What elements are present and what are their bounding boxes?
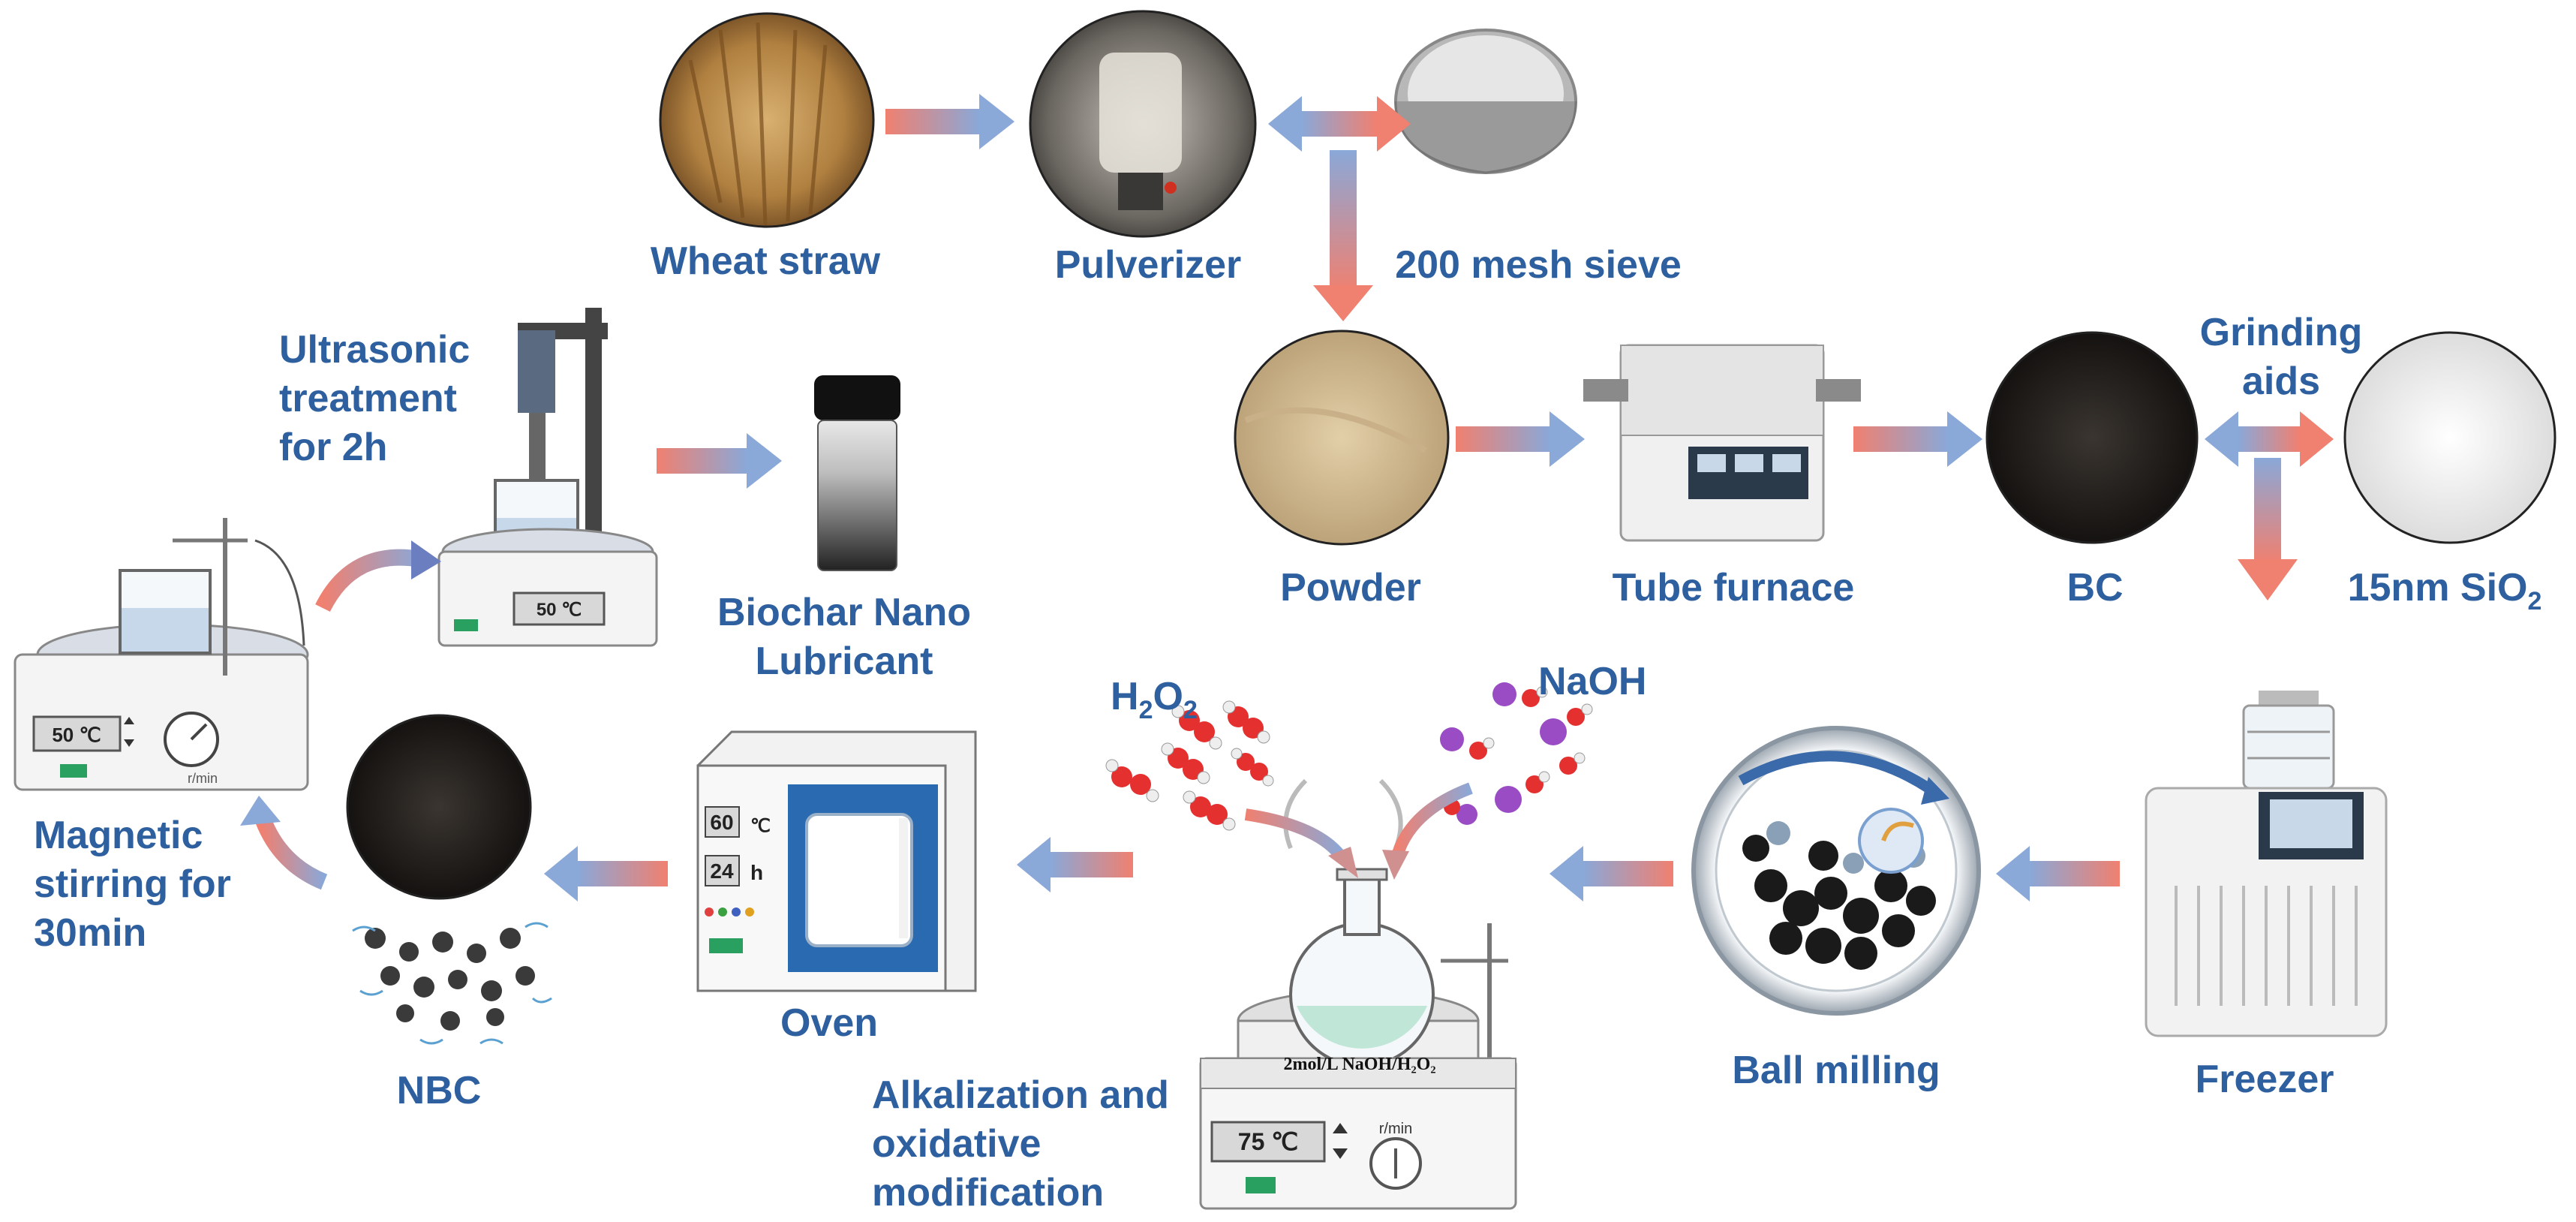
powder-photo bbox=[1234, 330, 1450, 546]
reaction-flask-icon bbox=[1199, 778, 1517, 1210]
nanoparticles-icon bbox=[352, 922, 552, 1045]
label-freezer: Freezer bbox=[2196, 1058, 2334, 1101]
arrow-down-to-freezer bbox=[2238, 458, 2298, 600]
label-ultrasonic-1: Ultrasonic bbox=[279, 328, 470, 372]
arrow-freezer-to-ballmill bbox=[1996, 846, 2120, 901]
nbc-to-magnetic-arrow bbox=[240, 796, 328, 890]
label-powder: Powder bbox=[1280, 566, 1421, 609]
arrow-powder-to-furnace bbox=[1456, 411, 1585, 467]
label-biochar-2: Lubricant bbox=[756, 640, 933, 683]
label-naoh: NaOH bbox=[1538, 660, 1646, 703]
label-magnetic-1: Magnetic bbox=[34, 814, 203, 857]
label-bc: BC bbox=[2067, 566, 2123, 609]
freezer-photo bbox=[2145, 691, 2388, 1037]
label-nbc: NBC bbox=[397, 1069, 482, 1112]
oven-time-unit: h bbox=[750, 861, 763, 884]
arrow-wheat-to-pulverizer bbox=[885, 94, 1014, 149]
naoh-curved-arrow bbox=[1382, 782, 1473, 880]
bc-photo bbox=[1985, 331, 2199, 544]
label-biochar-1: Biochar Nano bbox=[717, 591, 971, 634]
vial-icon bbox=[814, 375, 900, 571]
ultrasonic-temp-display: 50 ℃ bbox=[537, 600, 582, 620]
arrow-ballmill-to-flask bbox=[1550, 846, 1673, 901]
label-ultrasonic-3: for 2h bbox=[279, 426, 387, 469]
h2o2-molecules-icon bbox=[1105, 700, 1274, 831]
label-tube-furnace: Tube furnace bbox=[1613, 566, 1855, 609]
hotplate-rpm-label: r/min bbox=[1379, 1121, 1412, 1137]
arrow-flask-to-oven bbox=[1017, 837, 1133, 892]
oven-time-display: 24 bbox=[710, 859, 734, 883]
ultrasonic-device-icon bbox=[437, 308, 658, 647]
stirrer-temp-display: 50 ℃ bbox=[52, 724, 101, 746]
arrow-bc-sio2 bbox=[2205, 411, 2334, 467]
h2o2-curved-arrow bbox=[1244, 808, 1358, 878]
nbc-photo bbox=[346, 714, 532, 900]
oven-temp-display: 60 bbox=[710, 811, 733, 834]
arrow-oven-to-nbc bbox=[544, 846, 668, 901]
flask-solution-label: 2mol/L NaOH/H₂O₂ bbox=[1283, 1055, 1435, 1074]
label-magnetic-2: stirring for bbox=[34, 862, 231, 906]
label-sio2: 15nm SiO2 bbox=[2348, 566, 2542, 616]
label-alkalization-2: oxidative bbox=[872, 1122, 1041, 1166]
pulverizer-photo bbox=[1029, 10, 1257, 238]
label-alkalization-1: Alkalization and bbox=[872, 1073, 1169, 1117]
oven-icon bbox=[696, 730, 977, 992]
label-ultrasonic-2: treatment bbox=[279, 377, 457, 420]
label-grinding-aids-2: aids bbox=[2242, 360, 2320, 403]
sio2-photo bbox=[2343, 331, 2556, 544]
label-sieve: 200 mesh sieve bbox=[1395, 243, 1682, 287]
arrow-down-to-powder bbox=[1313, 150, 1373, 321]
label-alkalization-3: modification bbox=[872, 1171, 1104, 1214]
naoh-molecules-icon bbox=[1436, 682, 1593, 825]
wheat-photo bbox=[659, 12, 875, 228]
tube-furnace-photo bbox=[1583, 344, 1861, 542]
stirrer-rpm-label: r/min bbox=[188, 771, 218, 786]
label-pulverizer: Pulverizer bbox=[1055, 243, 1242, 287]
label-h2o2: H2O2 bbox=[1111, 675, 1198, 724]
arrow-ultrasonic-to-vial bbox=[657, 433, 782, 489]
sieve-photo bbox=[1394, 29, 1577, 174]
arrow-furnace-to-bc bbox=[1853, 411, 1982, 467]
oven-temp-unit: ℃ bbox=[750, 816, 771, 836]
magnetic-to-ultrasonic-arrow bbox=[315, 540, 441, 613]
arrow-pulverizer-sieve bbox=[1268, 96, 1411, 152]
label-wheat-straw: Wheat straw bbox=[651, 239, 881, 283]
label-magnetic-3: 30min bbox=[34, 911, 146, 955]
ball-mill-icon bbox=[1691, 726, 1981, 1016]
label-grinding-aids-1: Grinding bbox=[2200, 311, 2363, 354]
hotplate-temp-display: 75 ℃ bbox=[1238, 1128, 1298, 1155]
label-oven: Oven bbox=[780, 1001, 878, 1045]
label-ball-milling: Ball milling bbox=[1732, 1049, 1940, 1092]
magnetic-stirrer-icon bbox=[14, 518, 309, 791]
